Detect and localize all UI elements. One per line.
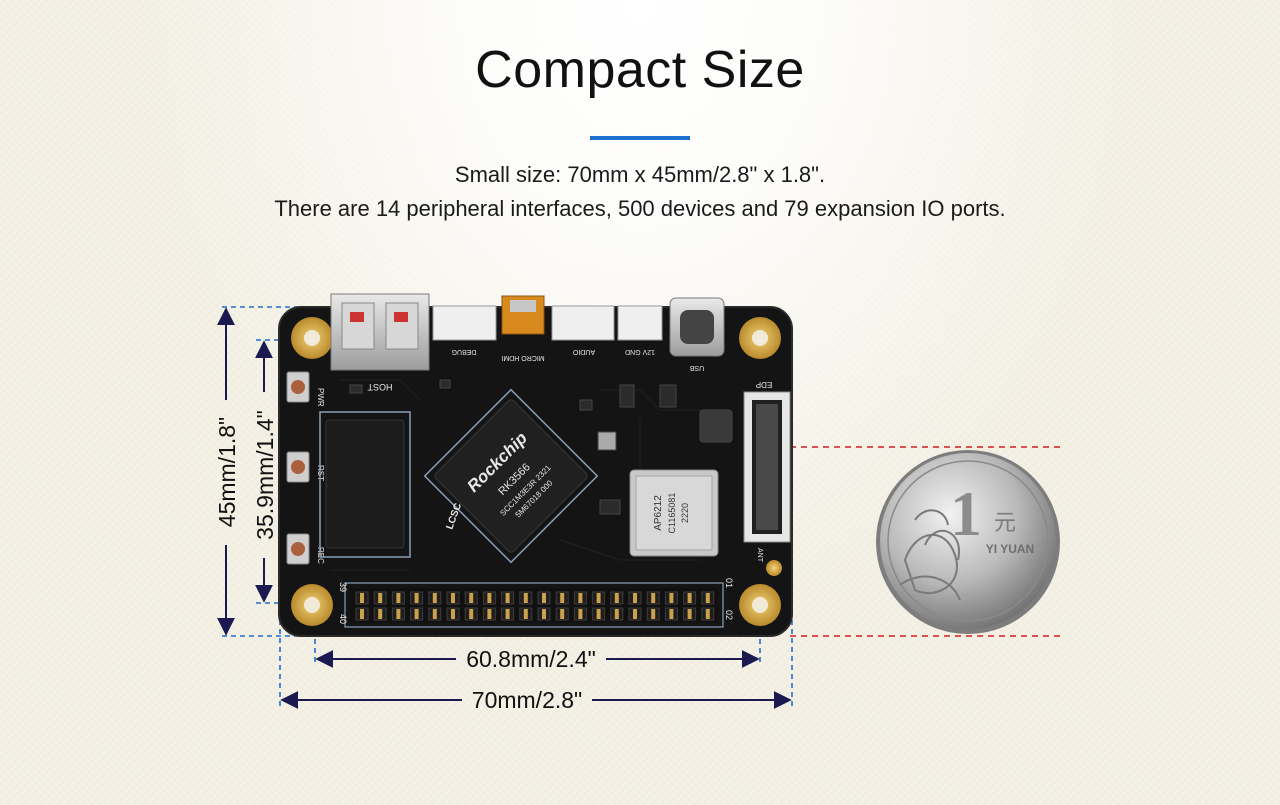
gpio-pin [596,593,601,603]
gpio-pin [523,593,528,603]
label-audio: AUDIO [572,348,595,355]
gpio-pin [505,609,510,619]
gpio-pin [560,593,565,603]
label-edp: EDP [756,380,772,389]
small-components [349,379,733,515]
page-title: Compact Size [475,41,805,99]
label-pin-02: 02 [724,610,734,620]
gpio-pin [487,609,492,619]
mounting-holes [291,317,781,626]
gpio-pin [687,609,692,619]
soc-chip: Rockchip RK3566 SCC1M3E3R 2321 5M67018 0… [423,388,599,564]
red-guide-lines [790,446,1062,637]
gpio-pin [523,609,528,619]
top-connectors [432,295,725,357]
board: HOST DEBUG MICRO HDMI AUDIO 12V GND USB [278,293,793,637]
gpio-pin [687,593,692,603]
coin-value: 1 [950,478,982,549]
gpio-pin [505,593,510,603]
dim-label-height-total: 45mm/1.8" [214,417,240,527]
gpio-pin [451,609,455,619]
gpio-pin [360,609,364,619]
dimension-height-holes: 35.9mm/1.4" [252,340,278,603]
label-pin-40: 40 [338,614,348,624]
gpio-pin [633,593,637,603]
coin-text: YI YUAN [986,542,1034,556]
subtitle-interfaces: There are 14 peripheral interfaces, 500 … [274,196,1006,221]
label-pin-01: 01 [724,578,734,588]
label-gnd: 12V GND [625,348,655,355]
gpio-pin [414,593,419,603]
gpio-pin [669,593,674,603]
gpio-pin [469,593,474,603]
antenna-connector [766,560,782,576]
gpio-pin [705,609,710,619]
coin-flower [899,509,961,601]
side-buttons [286,371,310,565]
label-pwr: PWR [316,388,325,407]
gpio-pin [560,609,565,619]
gpio-pin [542,593,546,603]
gpio-pin [651,609,656,619]
label-usb: USB [689,364,704,371]
gpio-pin [360,593,364,603]
gpio-pin [378,609,383,619]
gpio-pin [432,593,437,603]
top-connector-labels: DEBUG MICRO HDMI AUDIO 12V GND USB [452,348,705,371]
edp-connector [743,391,791,543]
gpio-pin [651,593,656,603]
label-ant: ANT [756,548,763,563]
coin-unit: 元 [994,511,1016,536]
wifi-model: AP6212 [653,495,664,531]
label-pin-39: 39 [338,582,348,592]
dim-label-height-holes: 35.9mm/1.4" [252,410,278,540]
gpio-pin [487,593,492,603]
gpio-header [344,582,724,628]
gpio-pin [705,593,710,603]
label-debug: DEBUG [452,348,477,355]
memory-chip [319,411,411,558]
wifi-code-2: 2220 [680,503,690,523]
gpio-pin [451,593,455,603]
dimension-width-holes: 60.8mm/2.4" [315,646,760,672]
usb-host-port [330,293,430,371]
gpio-pin [633,609,637,619]
gpio-pin [614,609,619,619]
gpio-pin [432,609,437,619]
coin: 1 元 YI YUAN [876,450,1060,634]
gpio-pin [378,593,383,603]
dim-label-width-holes: 60.8mm/2.4" [466,646,596,672]
gpio-pin [669,609,674,619]
gpio-pin [578,593,583,603]
dimension-height-total: 45mm/1.8" [214,307,240,636]
label-host: HOST [367,382,393,392]
gpio-pin [396,609,401,619]
gpio-pin [414,609,419,619]
gpio-pin [469,609,474,619]
title-underline [590,136,690,140]
gpio-pin [542,609,546,619]
subtitle-size: Small size: 70mm x 45mm/2.8" x 1.8". [454,162,826,187]
wifi-code-1: C1165081 [667,493,677,534]
wifi-module: AP6212 C1165081 2220 [629,469,719,557]
dimension-width-total: 70mm/2.8" [280,687,792,713]
gpio-pin [596,609,601,619]
gpio-pin [578,609,583,619]
dim-label-width-total: 70mm/2.8" [472,687,582,713]
gpio-pin [396,593,401,603]
gpio-pin [614,593,619,603]
label-hdmi: MICRO HDMI [501,354,544,361]
